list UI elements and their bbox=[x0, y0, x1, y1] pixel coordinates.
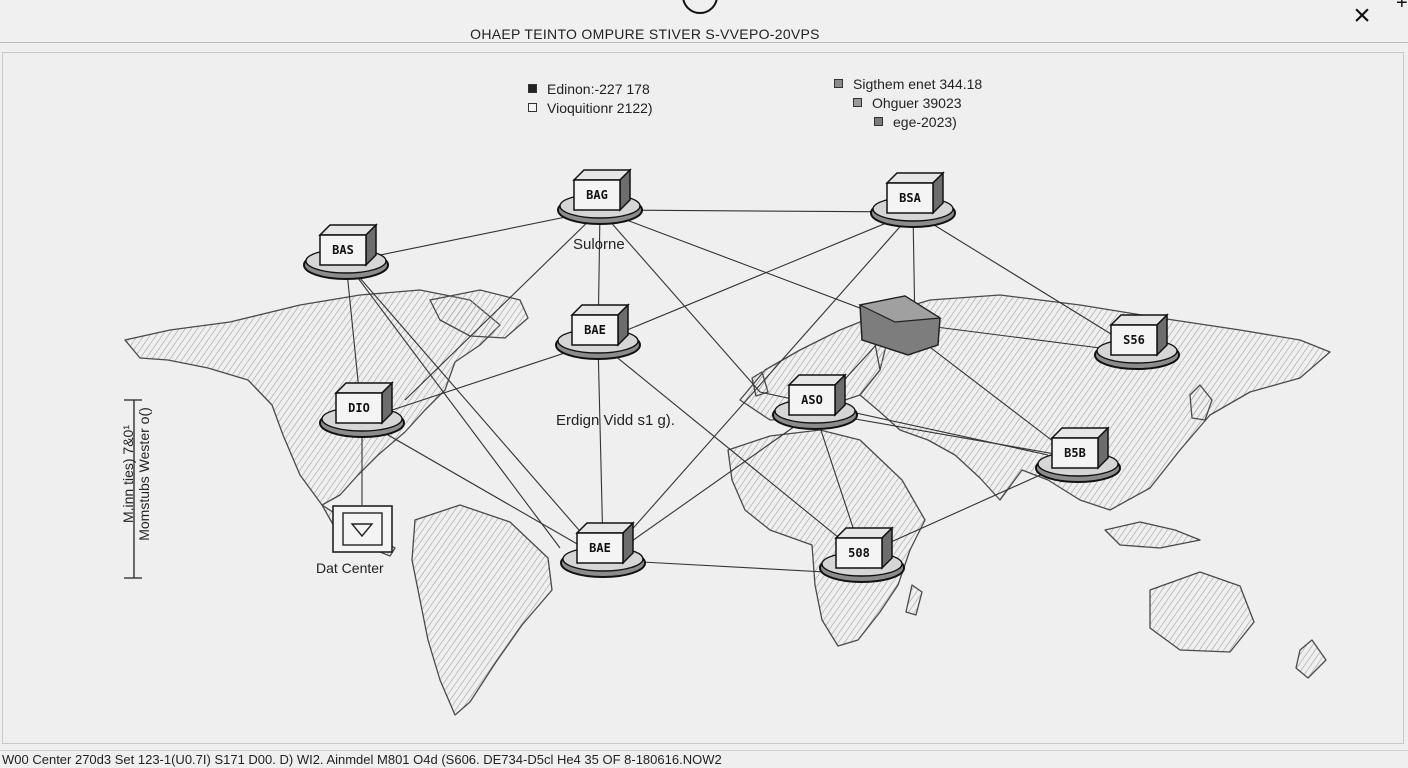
legend-swatch-dark bbox=[528, 84, 537, 93]
server-node[interactable]: BSA bbox=[870, 171, 956, 228]
australia bbox=[1149, 571, 1255, 653]
server-node[interactable]: BAG bbox=[557, 168, 643, 225]
server-node-label: BSA bbox=[899, 191, 921, 205]
add-button[interactable]: + bbox=[1396, 0, 1408, 14]
legend-item: Ohguer 39023 bbox=[853, 93, 982, 112]
title-bar: OHAEP TEINTO OMPURE STIVER S-VVEPO-20VPS… bbox=[0, 0, 1408, 43]
link bbox=[597, 341, 604, 549]
legend-item: ege-2023) bbox=[874, 112, 982, 131]
legend-swatch-gray bbox=[834, 79, 843, 88]
server-node[interactable]: B5B bbox=[1035, 426, 1121, 483]
server-node[interactable]: 508 bbox=[819, 526, 905, 583]
vertical-axis-line: Momstubs Wester o() bbox=[136, 407, 152, 541]
server-node-label: B5B bbox=[1064, 446, 1086, 460]
legend-right: Sigthem enet 344.18 Ohguer 39023 ege-202… bbox=[834, 74, 982, 131]
legend-swatch-light bbox=[528, 103, 537, 112]
legend-label: Sigthem enet 344.18 bbox=[853, 75, 983, 92]
legend-label: Ohguer 39023 bbox=[872, 94, 962, 111]
indonesia bbox=[1104, 521, 1201, 549]
link bbox=[345, 261, 606, 561]
link bbox=[345, 261, 561, 549]
link bbox=[599, 209, 914, 213]
link bbox=[599, 209, 761, 393]
legend-left: Edinon:-227 178 Vioquitionr 2122) bbox=[528, 79, 653, 117]
vertical-scale-bar bbox=[124, 399, 142, 579]
server-node[interactable]: BAE bbox=[560, 521, 646, 578]
legend-item: Vioquitionr 2122) bbox=[528, 98, 653, 117]
legend-label: Vioquitionr 2122) bbox=[547, 99, 653, 116]
server-node[interactable]: ASO bbox=[772, 373, 858, 430]
vertical-axis-label: M.inn ties) 7&0¹ Momstubs Wester o() bbox=[120, 394, 152, 554]
server-node-label: BAE bbox=[589, 541, 611, 555]
vertical-axis-line: M.inn ties) 7&0¹ bbox=[120, 424, 136, 524]
server-node[interactable]: DIO bbox=[319, 381, 405, 438]
japan bbox=[1189, 384, 1213, 421]
link bbox=[604, 211, 914, 561]
link bbox=[814, 411, 1079, 459]
link bbox=[361, 341, 599, 421]
server-node[interactable]: S56 bbox=[1094, 313, 1180, 370]
link bbox=[404, 209, 601, 401]
server-node-label: BAG bbox=[586, 188, 608, 202]
window-title: OHAEP TEINTO OMPURE STIVER S-VVEPO-20VPS bbox=[470, 26, 820, 42]
server-cluster-icon[interactable] bbox=[858, 295, 942, 356]
link bbox=[604, 559, 863, 575]
link bbox=[912, 211, 1138, 351]
legend-swatch-gray bbox=[874, 117, 883, 126]
node-sublabel: Sulorne bbox=[573, 236, 625, 253]
server-node-label: BAE bbox=[584, 323, 606, 337]
link bbox=[597, 341, 861, 556]
server-node[interactable]: BAE bbox=[555, 303, 641, 360]
north-america bbox=[124, 289, 501, 506]
server-node[interactable]: BAS bbox=[303, 223, 389, 280]
link bbox=[599, 209, 898, 323]
data-center-label: Dat Center bbox=[316, 560, 384, 576]
legend-swatch-gray bbox=[853, 98, 862, 107]
legend-label: Edinon:-227 178 bbox=[547, 80, 650, 97]
south-america bbox=[411, 504, 553, 716]
legend-item: Edinon:-227 178 bbox=[528, 79, 653, 98]
link bbox=[604, 411, 816, 561]
server-node-label: 508 bbox=[848, 546, 870, 560]
new-zealand bbox=[1295, 639, 1327, 679]
center-annotation: Erdign Vidd s1 g). bbox=[556, 412, 675, 429]
legend-label: ege-2023) bbox=[893, 113, 957, 130]
close-button[interactable]: × bbox=[1353, 0, 1371, 32]
server-node-label: ASO bbox=[801, 393, 823, 407]
link bbox=[361, 419, 606, 561]
server-node-label: S56 bbox=[1123, 333, 1145, 347]
world-map bbox=[124, 289, 1331, 716]
legend-item: Sigthem enet 344.18 bbox=[834, 74, 982, 93]
africa bbox=[727, 429, 926, 647]
server-node-label: DIO bbox=[348, 401, 370, 415]
asia bbox=[859, 294, 1331, 511]
status-bar: W00 Center 270d3 Set 123-1(U0.7I) S171 D… bbox=[0, 750, 1408, 768]
data-center-icon[interactable] bbox=[332, 505, 393, 553]
greenland bbox=[429, 289, 529, 339]
madagascar bbox=[905, 584, 923, 616]
server-node-label: BAS bbox=[332, 243, 354, 257]
link bbox=[597, 211, 914, 343]
link bbox=[345, 209, 601, 263]
